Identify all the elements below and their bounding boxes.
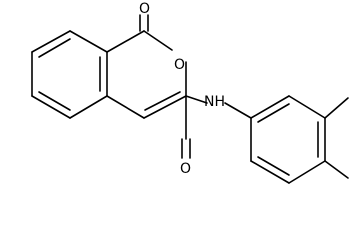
bond — [143, 30, 173, 51]
double-bond-inner — [257, 156, 290, 176]
methyl-bond — [324, 160, 349, 179]
bond — [185, 95, 208, 104]
methyl-bond — [324, 97, 349, 119]
bond — [31, 30, 71, 53]
molecule-diagram: O O NH O — [31, 1, 349, 184]
double-bond-inner — [38, 38, 71, 58]
bond — [288, 160, 326, 184]
bond — [143, 95, 187, 119]
bond — [224, 102, 252, 119]
double-bond-inner — [257, 103, 290, 123]
dimethylphenyl-ring — [250, 95, 349, 184]
bond — [106, 30, 145, 53]
amide-group — [181, 95, 252, 159]
double-bond-inner — [144, 91, 181, 111]
amide-oxygen-label: O — [180, 161, 191, 177]
benzo-ring — [31, 30, 108, 119]
bond — [250, 160, 290, 184]
bond — [288, 95, 326, 119]
bond — [69, 30, 108, 53]
bond — [31, 95, 71, 119]
pyranone-ring — [106, 14, 187, 119]
bond — [106, 95, 145, 119]
carbonyl-oxygen-label: O — [139, 1, 150, 17]
amide-nitrogen-label: NH — [204, 94, 225, 110]
bond — [250, 95, 290, 119]
double-bond-inner — [38, 91, 71, 111]
bond — [69, 95, 108, 119]
molecule-structure: O O NH O — [31, 1, 349, 184]
ring-oxygen-label: O — [174, 57, 185, 73]
atom-labels: O O NH O — [139, 1, 225, 177]
